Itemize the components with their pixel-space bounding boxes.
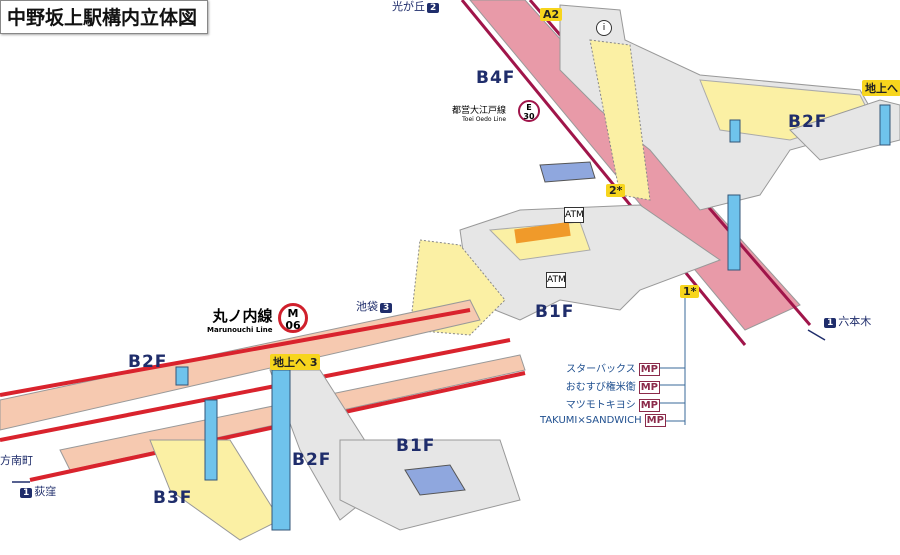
- exit-2: 2*: [606, 184, 626, 197]
- info-icon: i: [596, 20, 612, 36]
- exit-a2: A2: [540, 8, 563, 21]
- exit-number: 2: [427, 3, 440, 13]
- direction-label: 光が丘: [392, 0, 425, 13]
- atm-icon: ATM: [564, 207, 584, 223]
- marunouchi-line-label: 丸ノ内線 Marunouchi Line: [207, 305, 272, 334]
- line-name: 丸ノ内線: [212, 307, 273, 325]
- direction-honancho: 方南町: [0, 454, 33, 467]
- atm-icon: ATM: [546, 272, 566, 288]
- code-number: 30: [523, 112, 535, 121]
- exit-1: 1*: [680, 285, 700, 298]
- line-name-en: Marunouchi Line: [207, 326, 273, 334]
- b2f-right-corridor: [789, 99, 900, 161]
- mp-badge: MP: [638, 381, 660, 394]
- mp-badge: MP: [638, 363, 660, 376]
- elevator-shaft: [727, 194, 741, 271]
- elevator-shaft: [879, 104, 891, 146]
- exit-to-ground-3: 地上へ 3: [270, 354, 321, 370]
- elevator-shaft: [729, 119, 741, 143]
- direction-label: 池袋: [356, 300, 378, 313]
- stairs: [589, 39, 651, 201]
- arrow-icon: [807, 329, 826, 341]
- restroom-block: [539, 161, 596, 183]
- code-number: 06: [285, 319, 301, 332]
- shop-name: TAKUMI×SANDWICH: [540, 415, 642, 426]
- code-letter: M: [287, 307, 299, 320]
- page-title: 中野坂上駅構内立体図: [0, 0, 209, 34]
- exit-number: 1: [20, 488, 33, 498]
- floor-label-b2f-left: B2F: [128, 352, 168, 372]
- exit-to-ground-right: 地上へ: [862, 80, 900, 96]
- shop-leader: [660, 290, 686, 425]
- floor-label-b1f-lower: B1F: [396, 436, 436, 456]
- marunouchi-track: [0, 338, 511, 442]
- marunouchi-track: [0, 308, 471, 397]
- elevator-shaft: [271, 369, 291, 531]
- elevator-shaft: [204, 399, 218, 481]
- direction-label: 六本木: [838, 315, 872, 328]
- oedo-line-label: 都営大江戸線 Toei Oedo Line: [452, 103, 506, 123]
- shop-block: [514, 221, 571, 244]
- mp-badge: MP: [644, 414, 666, 427]
- floor-label-b2f-center: B2F: [292, 450, 332, 470]
- floor-label-b4f: B4F: [476, 68, 516, 88]
- shop-name: スターバックス: [566, 364, 636, 375]
- floor-label-b3f: B3F: [153, 488, 193, 508]
- direction-label: 荻窪: [34, 485, 57, 498]
- marunouchi-platform: [0, 299, 481, 431]
- mp-badge: MP: [638, 399, 660, 412]
- line-name: 都営大江戸線: [452, 106, 507, 116]
- shop-name: おむすび権米衛: [565, 382, 636, 393]
- exit-number: 3: [380, 303, 393, 313]
- code-letter: E: [526, 103, 532, 112]
- exit-number: 1: [824, 318, 837, 328]
- shop-name: マツモトキヨシ: [565, 400, 636, 411]
- floor-label-b2f-top: B2F: [788, 112, 828, 132]
- line-name-en: Toei Oedo Line: [462, 116, 507, 123]
- elevator-shaft: [175, 366, 189, 386]
- floor-label-b1f: B1F: [535, 302, 575, 322]
- restroom-block: [404, 464, 466, 496]
